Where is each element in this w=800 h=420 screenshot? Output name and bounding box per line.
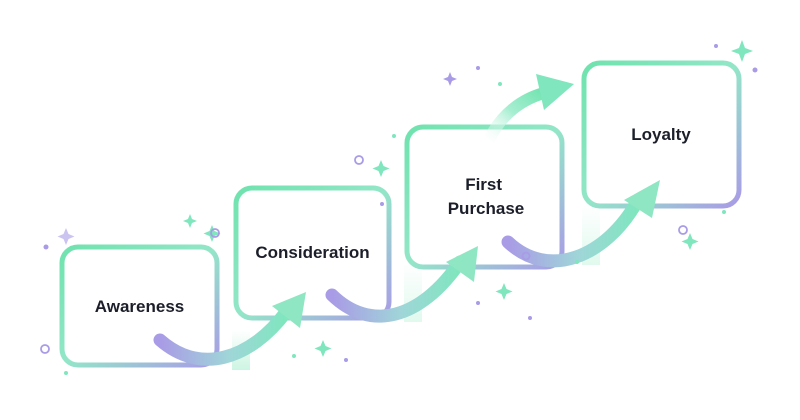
dot-icon	[752, 67, 758, 73]
box-loyalty	[581, 60, 742, 209]
arrow-first-purchase-rising	[482, 74, 574, 148]
ring-icon	[210, 228, 220, 238]
dot-icon	[392, 134, 396, 138]
dots	[43, 44, 758, 375]
dot-icon	[344, 358, 348, 362]
ring-icon	[678, 225, 688, 235]
ring-icon	[354, 155, 364, 165]
dot-icon	[476, 301, 480, 305]
dot-icon	[575, 260, 579, 264]
sparkle-icon	[183, 214, 197, 228]
dot-icon	[498, 82, 502, 86]
ring-icon	[40, 344, 50, 354]
label-loyalty: Loyalty	[631, 125, 691, 144]
sparkle-icon	[314, 340, 332, 357]
dot-icon	[64, 371, 68, 375]
sparkles	[57, 40, 753, 357]
dot-icon	[43, 244, 49, 250]
dot-icon	[292, 354, 296, 358]
dot-icon	[476, 66, 480, 70]
sparkle-icon	[731, 40, 753, 62]
label-awareness: Awareness	[95, 297, 184, 316]
sparkle-icon	[372, 160, 390, 177]
sparkle-icon	[681, 233, 699, 250]
dot-icon	[722, 210, 726, 214]
sparkle-icon	[495, 283, 513, 300]
arrow-awareness-to-consideration	[153, 292, 306, 366]
ring-icon	[521, 251, 531, 261]
dot-icon	[528, 316, 532, 320]
box-awareness	[59, 244, 220, 368]
sparkle-icon	[57, 228, 75, 245]
box-consideration	[233, 185, 392, 321]
dot-icon	[380, 202, 384, 206]
label-first-purchase: First Purchase	[448, 175, 525, 218]
box-first-purchase	[404, 124, 565, 270]
rings	[40, 155, 688, 354]
arrow-consideration-to-first-purchase	[325, 246, 478, 323]
dot-icon	[714, 44, 718, 48]
sparkle-icon	[443, 72, 457, 86]
sparkle-icon	[203, 225, 221, 242]
label-consideration: Consideration	[255, 243, 369, 262]
